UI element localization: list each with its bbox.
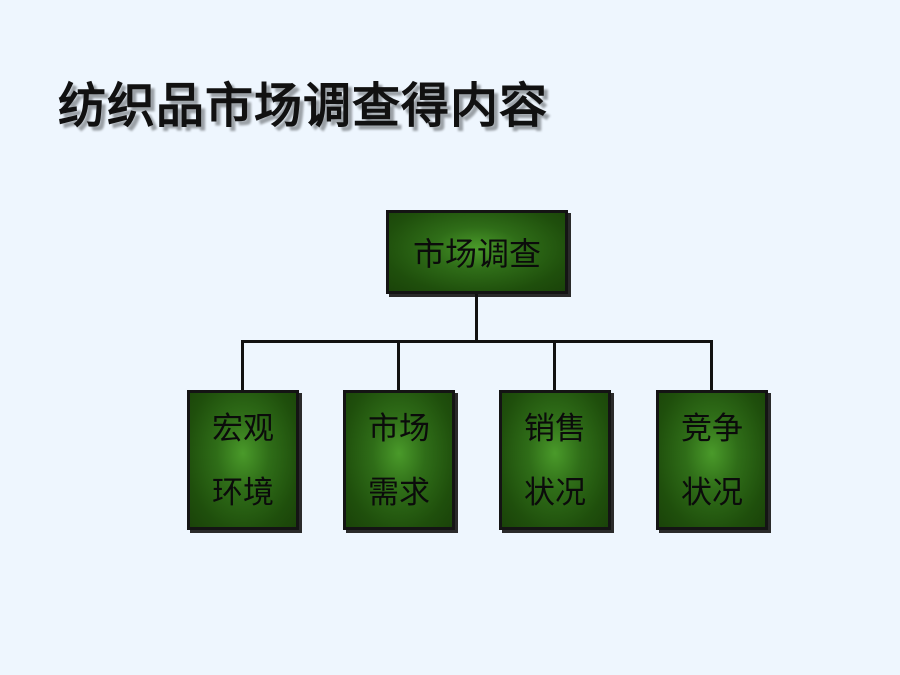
slide-title: 纺织品市场调查得内容 bbox=[58, 78, 549, 134]
child-node-line2: 状况 bbox=[524, 475, 586, 511]
horizontal-connector bbox=[241, 340, 713, 343]
branch-connector-3 bbox=[553, 340, 556, 390]
child-node-line1: 竞争 bbox=[681, 411, 743, 447]
child-node-line1: 宏观 bbox=[212, 411, 274, 447]
root-node: 市场调查 bbox=[386, 210, 568, 294]
child-node-sales-status: 销售 状况 bbox=[499, 390, 611, 530]
child-node-competition-status: 竞争 状况 bbox=[656, 390, 768, 530]
child-node-line2: 需求 bbox=[368, 475, 430, 511]
root-node-label: 市场调查 bbox=[412, 235, 541, 273]
child-node-line2: 环境 bbox=[212, 475, 274, 511]
child-node-market-demand: 市场 需求 bbox=[343, 390, 455, 530]
branch-connector-4 bbox=[710, 340, 713, 390]
branch-connector-2 bbox=[397, 340, 400, 390]
child-node-line1: 销售 bbox=[524, 411, 586, 447]
trunk-connector bbox=[475, 294, 478, 342]
branch-connector-1 bbox=[241, 340, 244, 390]
child-node-line1: 市场 bbox=[368, 411, 430, 447]
child-node-macro-environment: 宏观 环境 bbox=[187, 390, 299, 530]
child-node-line2: 状况 bbox=[681, 475, 743, 511]
